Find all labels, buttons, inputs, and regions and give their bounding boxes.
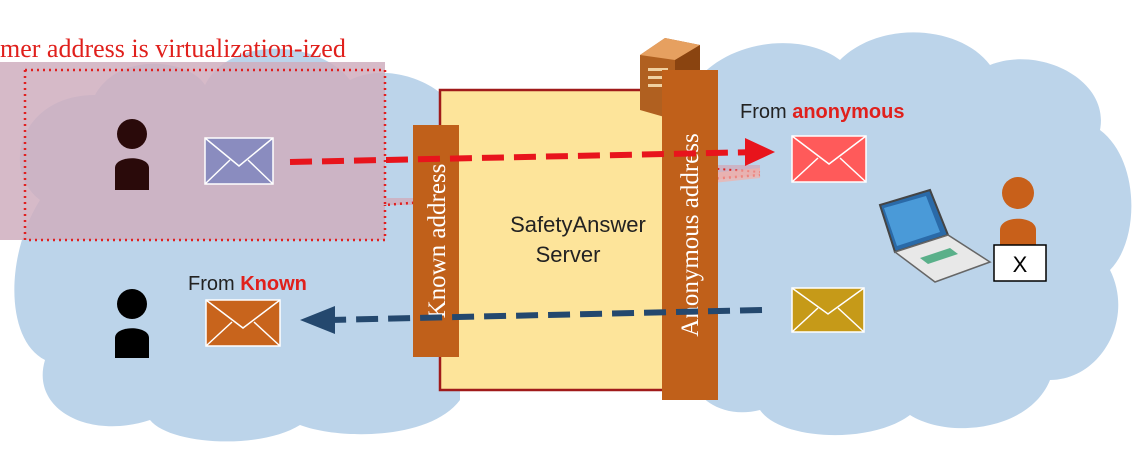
incoming-arrow: [329, 307, 763, 323]
from-known-label: From Known: [188, 273, 307, 295]
from-known-prefix: From: [188, 273, 240, 295]
from-anonymous-label: From anonymous: [740, 101, 904, 123]
person-icon: [115, 289, 149, 358]
known-address-label: Known address: [424, 164, 451, 319]
anonymous-address-bar: Anonymous address: [662, 70, 718, 400]
envelope-icon: [204, 137, 274, 185]
x-box-label: X: [1013, 252, 1028, 277]
x-box: X: [993, 244, 1047, 282]
anonymous-address-label: Anonymous address: [677, 133, 704, 336]
outgoing-arrow: [289, 149, 761, 165]
laptop-icon: [878, 188, 992, 283]
person-icon: [115, 119, 149, 190]
incoming-arrow-head: [300, 306, 335, 334]
from-anonymous-prefix: From: [740, 101, 792, 123]
server-label-line1: SafetyAnswer: [510, 212, 646, 237]
envelope-icon: [791, 135, 867, 183]
from-known-highlight: Known: [240, 273, 307, 295]
from-anonymous-highlight: anonymous: [792, 101, 904, 123]
person-icon: [1000, 177, 1036, 250]
server-label-line2: Server: [536, 242, 601, 267]
envelope-icon: [791, 287, 865, 333]
banner-text: mer address is virtualization-ized: [0, 34, 346, 63]
envelope-icon: [205, 299, 281, 347]
outgoing-arrow-head: [745, 138, 775, 166]
